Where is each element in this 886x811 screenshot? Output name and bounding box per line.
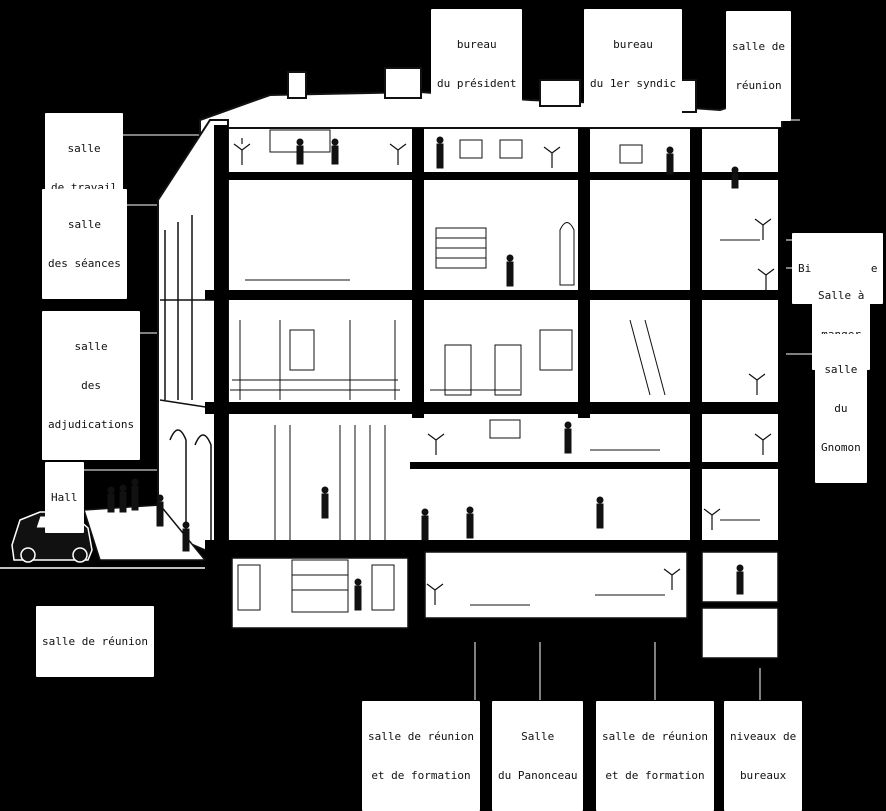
label-salle-de-reunion-top: salle de réunion — [726, 11, 791, 121]
people — [107, 136, 744, 611]
floor-slabs — [205, 172, 785, 552]
label-salle-de-reunion-left: salle de réunion — [36, 606, 154, 677]
label-salle-de-reunion-et-de-formation-2: salle de réunion et de formation — [596, 701, 714, 811]
label-bureau-du-1er-syndic: bureau du 1er syndic — [584, 9, 683, 119]
walls — [214, 125, 786, 668]
building-illustration — [0, 40, 815, 700]
label-niveaux-de-bureaux: niveaux de bureaux — [724, 701, 803, 811]
label-salle-des-adjudications: salle des adjudications — [42, 311, 141, 460]
label-salle-du-panonceau: Salle du Panonceau — [492, 701, 584, 811]
label-salle-du-gnomon: salle du Gnomon — [815, 334, 867, 483]
building-cross-section-diagram: bureau du président bureau du 1er syndic… — [0, 9, 884, 811]
plants — [233, 138, 775, 605]
label-bureau-du-president: bureau du président — [431, 9, 523, 119]
main-building — [227, 127, 783, 561]
room-details — [230, 129, 760, 613]
label-hall: Hall — [45, 462, 84, 533]
label-salle-de-reunion-et-de-formation-1: salle de réunion et de formation — [362, 701, 480, 811]
label-salle-des-seances: salle des séances — [42, 189, 127, 299]
basement-rooms — [231, 551, 779, 659]
